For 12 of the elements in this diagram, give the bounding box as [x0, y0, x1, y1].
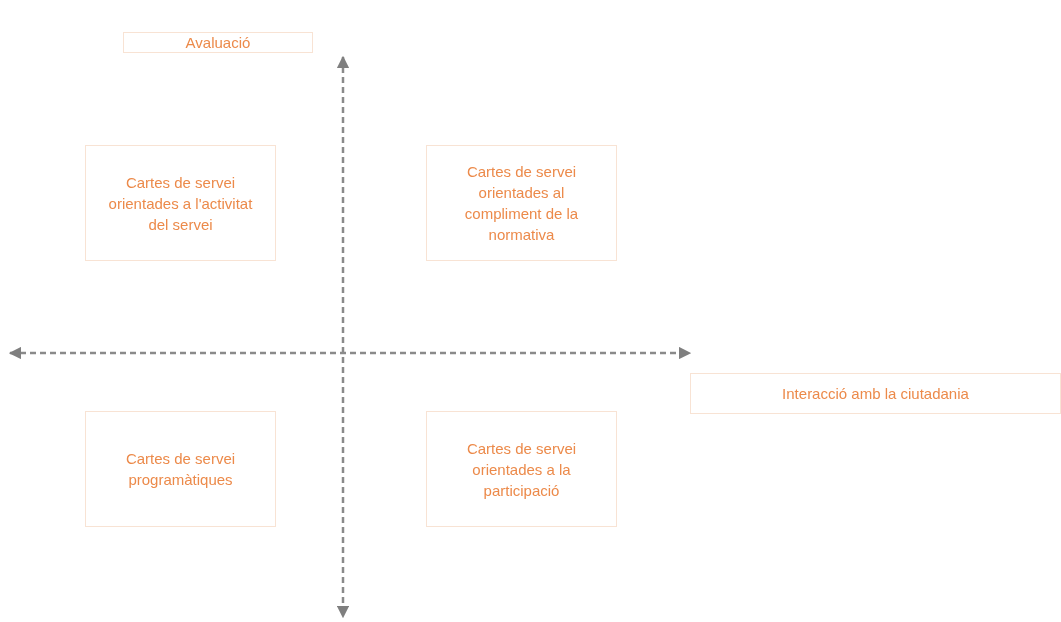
box-label: Cartes de servei programàtiques [124, 449, 237, 490]
label-box [690, 373, 1061, 414]
box-label: Interacció amb la ciutadania [782, 384, 969, 404]
label-box [426, 145, 617, 261]
box-label: Cartes de servei orientades a la participació [465, 438, 578, 501]
label-box [123, 32, 313, 53]
box-label: Cartes de servei orientades a l'activitat del servei [108, 172, 253, 235]
label-box [85, 145, 276, 261]
box-label: Cartes de servei orientades al compliment de la normativa [463, 162, 580, 245]
box-label: Avaluació [185, 33, 251, 53]
label-box [426, 411, 617, 527]
label-box [85, 411, 276, 527]
